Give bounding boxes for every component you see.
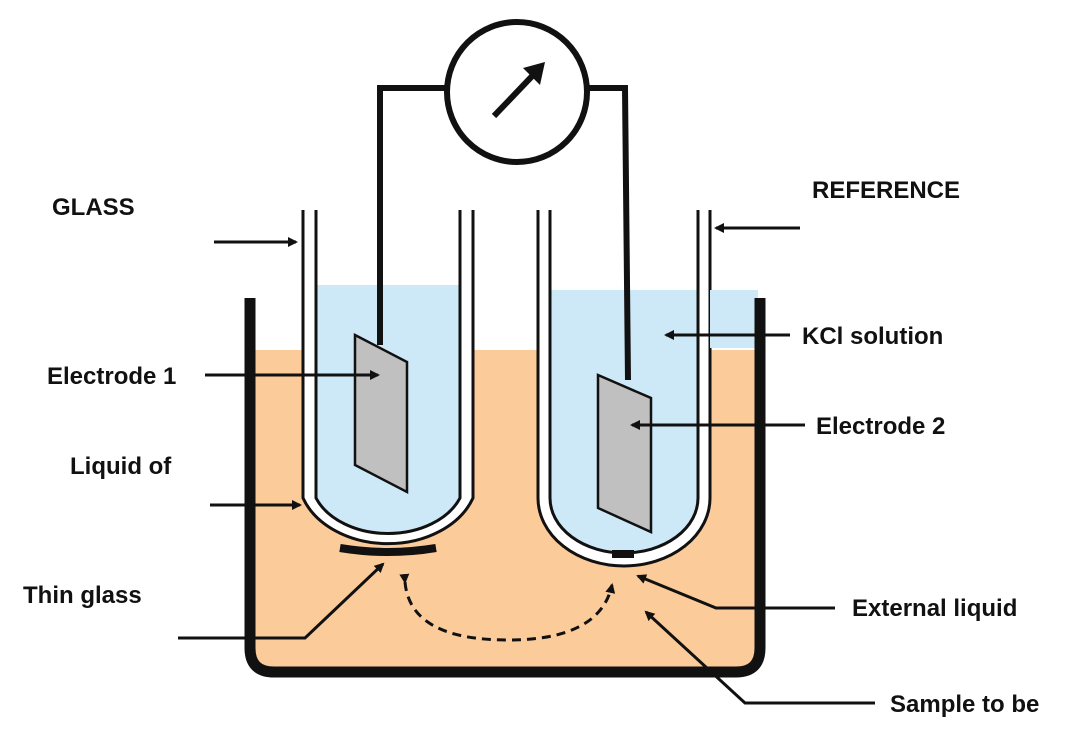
wire-right — [585, 85, 631, 381]
pointer-external-liquid — [636, 574, 835, 610]
electrode-1-plate — [353, 332, 409, 495]
label-external-liquid: External liquid — [852, 595, 1017, 622]
thin-glass-membrane — [339, 544, 437, 556]
galvanometer-icon — [444, 19, 590, 165]
pointer-thin-glass — [178, 562, 385, 640]
pointer-sample — [644, 610, 875, 705]
ion-flow-arc — [399, 573, 616, 642]
label-reference: REFERENCE — [812, 177, 960, 204]
label-sample-to-be: Sample to be — [890, 691, 1039, 718]
label-glass: GLASS — [52, 194, 135, 221]
kcl-surface-band — [710, 290, 758, 348]
label-liquid-of: Liquid of — [70, 453, 172, 480]
porous-junction — [612, 550, 634, 558]
beaker — [244, 298, 766, 678]
label-kcl-solution: KCl solution — [802, 323, 943, 350]
electrode-2-plate — [596, 373, 653, 534]
label-electrode-2: Electrode 2 — [816, 413, 945, 440]
label-thin-glass: Thin glass — [23, 582, 142, 609]
label-electrode-1: Electrode 1 — [47, 363, 176, 390]
wire-left — [377, 85, 450, 345]
